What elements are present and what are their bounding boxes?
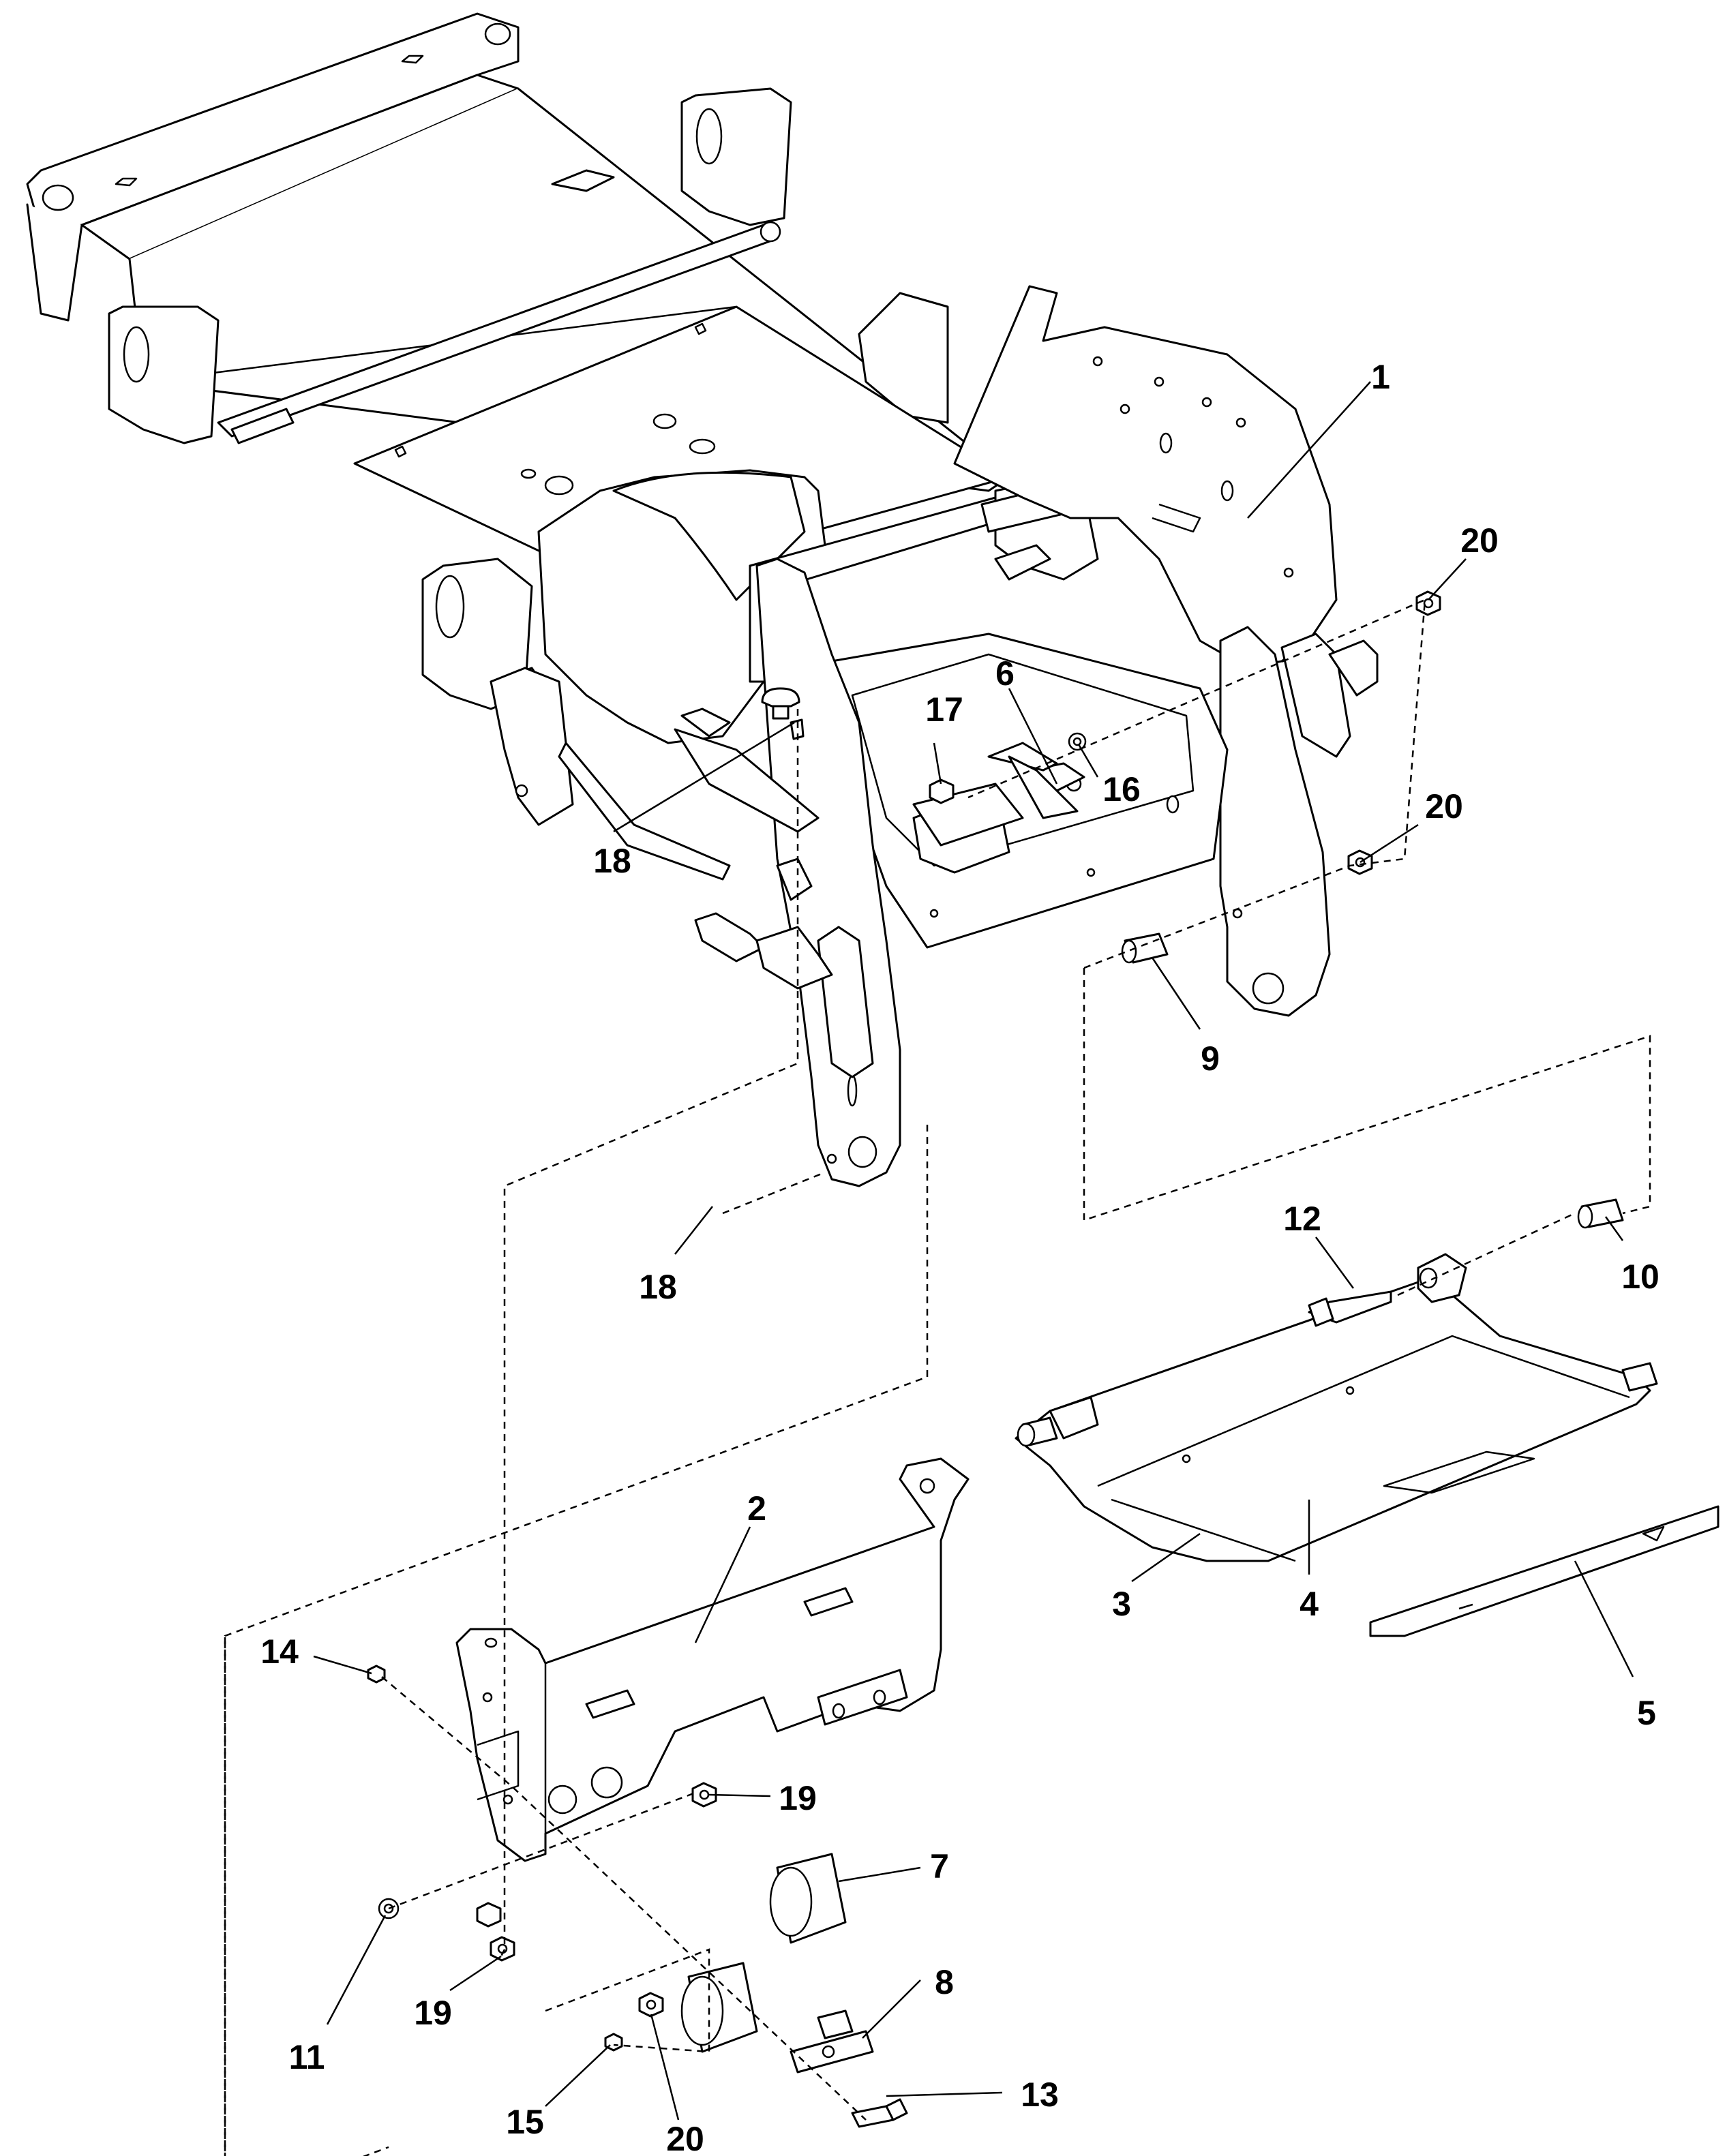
callout-12: 12	[1283, 1200, 1321, 1238]
callout-18-upper: 18	[593, 842, 631, 880]
callout-18-lower: 18	[639, 1268, 677, 1306]
callout-11: 11	[289, 2038, 325, 2076]
callout-4: 4	[1300, 1585, 1319, 1623]
callout-10: 10	[1621, 1258, 1660, 1296]
callout-7: 7	[930, 1847, 949, 1885]
callout-6: 6	[995, 654, 1015, 693]
assembly-dashed-lines	[224, 598, 1651, 2156]
callout-labels: 1 2 3 4 5 6 7 8 9 10 11 12 13 14 15 16 1…	[260, 358, 1660, 2156]
callout-2: 2	[747, 1489, 766, 1528]
callout-3: 3	[1112, 1585, 1131, 1623]
callout-14: 14	[260, 1633, 299, 1671]
callout-17: 17	[925, 690, 963, 729]
callout-9: 9	[1201, 1039, 1220, 1078]
callout-20-lower: 20	[666, 2120, 704, 2156]
callout-19-left: 19	[414, 1994, 452, 2032]
callout-1: 1	[1371, 358, 1390, 396]
part-2-bracket	[455, 1457, 970, 1862]
callout-8: 8	[935, 1963, 954, 2001]
callout-5: 5	[1637, 1694, 1656, 1732]
part-10-12	[1308, 1198, 1624, 1327]
callout-16: 16	[1102, 770, 1141, 808]
frame-hardware	[761, 590, 1441, 964]
part-5-strip	[1369, 1505, 1720, 1637]
callout-15: 15	[506, 2103, 544, 2141]
callout-20-upper: 20	[1460, 521, 1499, 560]
lower-hardware	[367, 1665, 908, 2128]
frame-assembly	[26, 12, 1379, 1187]
leader-lines	[313, 381, 1634, 2121]
callout-19-right: 19	[779, 1779, 817, 1817]
part-3-4-pan	[1015, 1253, 1658, 1562]
callout-13: 13	[1021, 2076, 1059, 2114]
callout-20-mid: 20	[1425, 787, 1463, 825]
